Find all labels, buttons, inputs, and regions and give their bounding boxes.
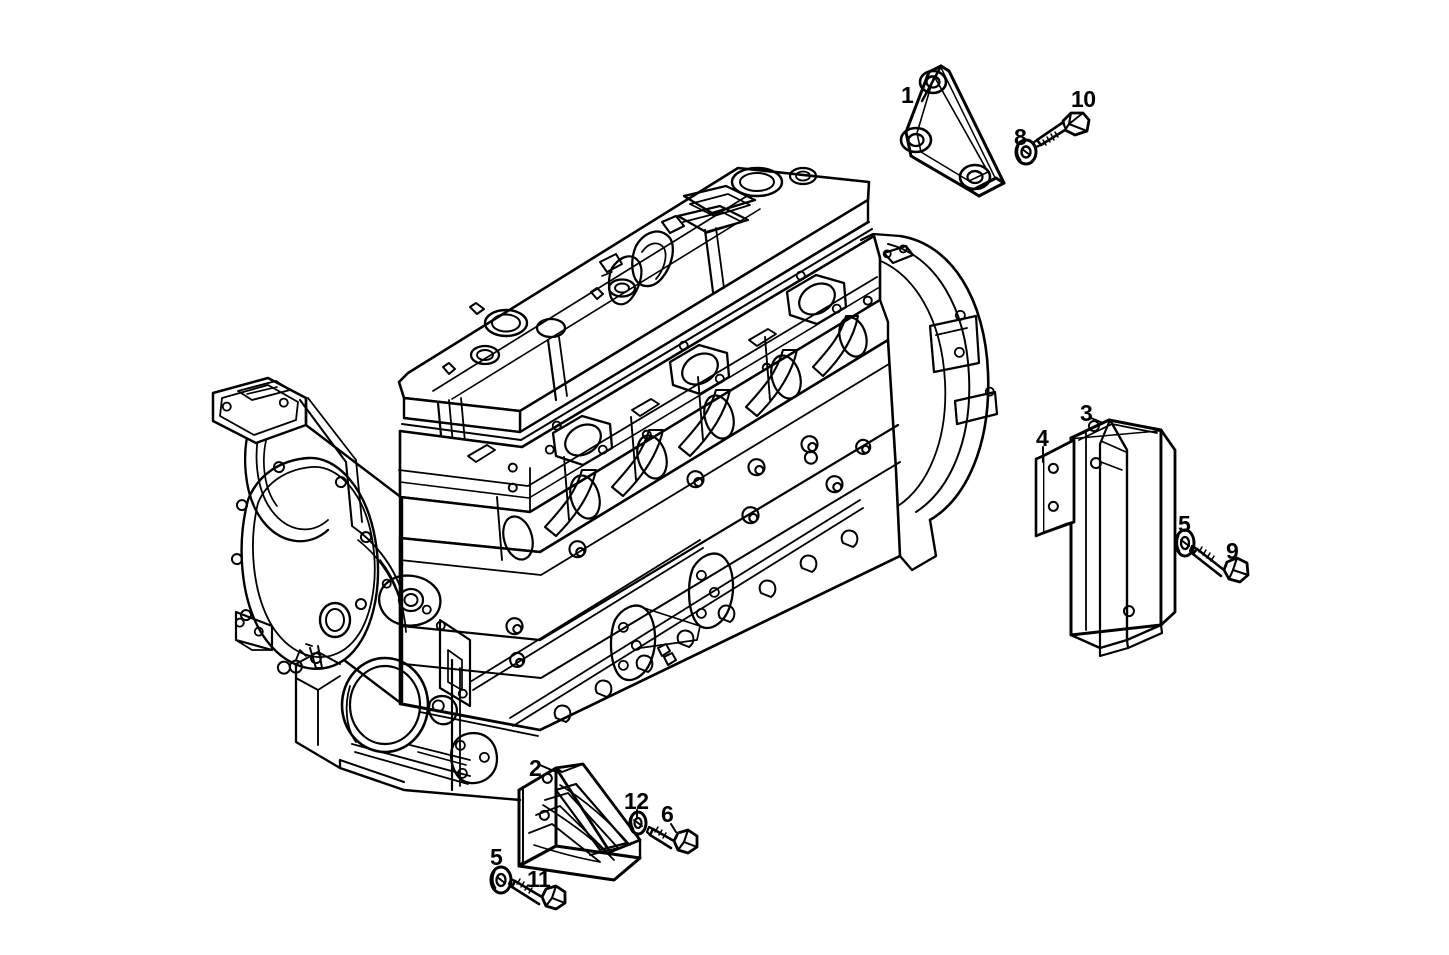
part-5-spring-washer-right: [1174, 528, 1196, 558]
callout-11: 11: [527, 866, 551, 892]
engine-block-assembly: [211, 166, 999, 802]
callout-1: 1: [901, 82, 914, 108]
callout-12: 12: [624, 788, 649, 814]
callout-8: 8: [1014, 124, 1027, 150]
callout-6: 6: [661, 801, 674, 827]
part-5-spring-washer-bottom: [489, 865, 513, 895]
part-2-lower-bracket: [517, 762, 642, 882]
callout-5-right: 5: [1178, 511, 1191, 537]
part-10-hex-bolt: [1031, 111, 1091, 149]
part-11-medium-hex-bolt: [507, 877, 567, 911]
part-9-long-hex-bolt: [1188, 544, 1250, 584]
valve-cover: [397, 166, 875, 448]
flywheel-housing: [859, 232, 999, 572]
callout-4: 4: [1036, 425, 1049, 451]
part-3-rear-bracket: [1069, 417, 1177, 658]
part-8-flat-washer: [1014, 138, 1038, 166]
part-12-lock-washer: [628, 809, 648, 836]
part-6-short-hex-bolt: [645, 823, 699, 855]
callout-9: 9: [1226, 538, 1239, 564]
callout-10: 10: [1071, 86, 1096, 112]
callout-3: 3: [1080, 400, 1093, 426]
part-1-triangular-bracket: [899, 64, 1006, 198]
cylinder-block: [398, 298, 902, 737]
part-4-shim-plate: [1034, 438, 1076, 538]
timing-cover-front: [211, 376, 522, 802]
callout-5-bottom: 5: [490, 844, 503, 870]
callout-2: 2: [529, 755, 542, 781]
